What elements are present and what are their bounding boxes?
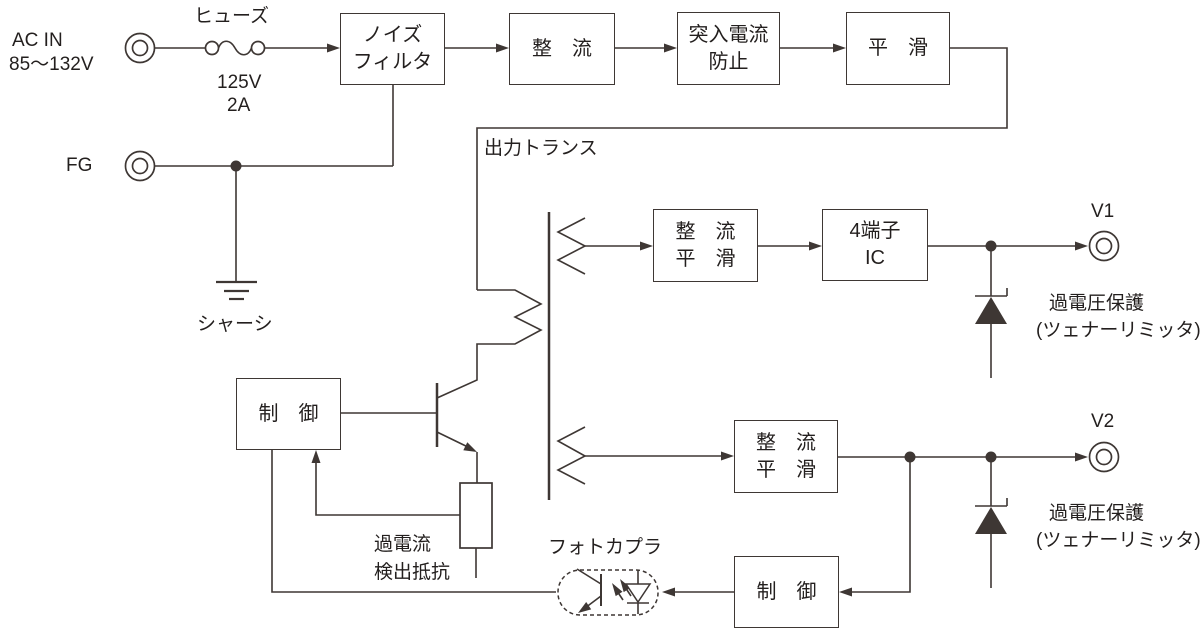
block-noise-filter-line1: ノイズ — [362, 24, 423, 46]
output-transformer-icon — [436, 212, 587, 500]
block-rectifier: 整 流 — [509, 13, 615, 85]
block-control-primary: 制 御 — [236, 378, 341, 450]
block-rect-smooth-v1: 整 流 平 滑 — [653, 209, 758, 282]
block-ic-line1: 4端子 — [849, 220, 901, 242]
ac-input-connector-icon — [124, 32, 156, 64]
block-inrush-protect: 突入電流 防止 — [677, 12, 780, 85]
block-inrush-line2: 防止 — [708, 50, 749, 73]
output-transformer-label: 出力トランス — [484, 138, 598, 159]
overcurrent-resistor-label-line2: 検出抵抗 — [374, 562, 451, 583]
fuse-voltage-label: 125V — [217, 72, 262, 93]
fuse-label: ヒューズ — [194, 6, 270, 27]
block-noise-filter: ノイズ フィルタ — [340, 13, 445, 85]
block-rect-smooth-v1-line1: 整 流 — [675, 220, 736, 243]
v2-label: V2 — [1091, 411, 1115, 432]
v2-connector-icon — [1088, 441, 1120, 473]
block-four-terminal-ic: 4端子 IC — [822, 209, 928, 281]
overcurrent-resistor-label-line1: 過電流 — [374, 534, 432, 555]
ovp-v1-label-line1: 過電圧保護 — [1049, 293, 1145, 314]
block-rectifier-line1: 整 流 — [532, 37, 592, 60]
fuse-current-label: 2A — [227, 95, 251, 116]
fuse-icon — [204, 40, 266, 56]
block-control-primary-line1: 制 御 — [258, 402, 319, 425]
chassis-label: シャーシ — [197, 314, 273, 335]
wires — [155, 47, 1076, 593]
zener-diode-v2-icon — [975, 457, 1008, 588]
block-noise-filter-line2: フィルタ — [352, 51, 433, 73]
ac-in-label: AC IN — [12, 30, 63, 51]
flow-arrows — [311, 43, 1088, 597]
chassis-ground-icon — [216, 166, 257, 301]
fg-connector-icon — [124, 150, 156, 182]
block-ic-line2: IC — [865, 247, 885, 269]
zener-diode-v1-icon — [975, 246, 1008, 378]
block-rect-smooth-v2-line2: 平 滑 — [756, 458, 816, 481]
ovp-v2-label-line2: (ツェナーリミッタ) — [1036, 530, 1200, 551]
ovp-v1-label-line2: (ツェナーリミッタ) — [1036, 320, 1200, 341]
block-control-secondary-line1: 制 御 — [756, 580, 817, 603]
block-rect-smooth-v2: 整 流 平 滑 — [734, 420, 838, 493]
ovp-v2-label-line1: 過電圧保護 — [1049, 503, 1145, 524]
v1-label: V1 — [1091, 201, 1115, 222]
overcurrent-resistor-icon — [459, 482, 493, 578]
v1-connector-icon — [1088, 230, 1120, 262]
photocoupler-label: フォトカプラ — [548, 537, 663, 558]
switching-transistor-icon — [435, 383, 478, 483]
junction-dots — [230, 160, 997, 463]
block-smoothing: 平 滑 — [846, 12, 950, 85]
block-smoothing-line1: 平 滑 — [868, 37, 928, 59]
block-inrush-line1: 突入電流 — [688, 23, 769, 46]
photocoupler-icon — [557, 568, 659, 616]
ac-voltage-range-label: 85～132V — [9, 54, 94, 75]
block-control-secondary: 制 御 — [734, 556, 839, 628]
fg-label: FG — [66, 155, 93, 176]
block-rect-smooth-v1-line2: 平 滑 — [675, 247, 736, 270]
block-rect-smooth-v2-line1: 整 流 — [756, 431, 816, 454]
